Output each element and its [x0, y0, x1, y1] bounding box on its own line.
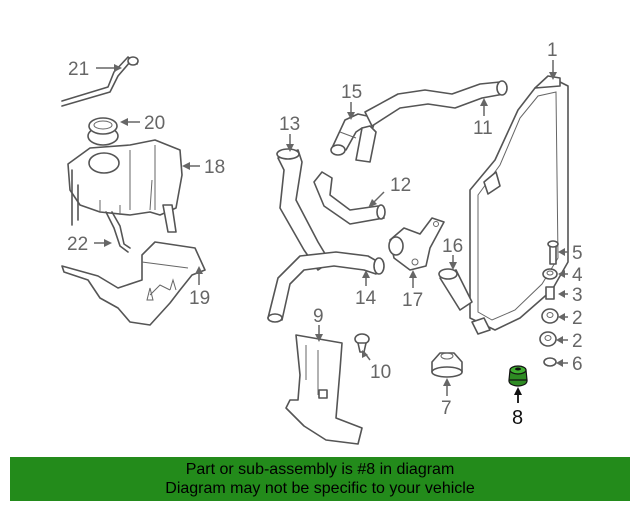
callout-2b: 2 [572, 331, 583, 352]
hardware-stack [539, 240, 559, 367]
callout-16: 16 [442, 236, 463, 257]
hose-12 [313, 171, 386, 225]
shroud-bracket [285, 334, 363, 445]
footer-line-2: Diagram may not be specific to your vehi… [165, 480, 475, 497]
footer-line-1: Part or sub-assembly is #8 in diagram [185, 461, 455, 478]
thermostat-housing [388, 217, 445, 271]
callout-3: 3 [572, 285, 583, 306]
hose-16 [438, 268, 473, 311]
callout-17: 17 [402, 290, 423, 311]
callout-18: 18 [204, 157, 225, 178]
callout-11: 11 [473, 118, 493, 139]
upper-radiator-hose [364, 80, 508, 127]
callout-4: 4 [572, 265, 583, 286]
expansion-tank-cap [87, 117, 119, 146]
highlighted-part-8[interactable] [508, 365, 528, 387]
tank-bracket [61, 241, 206, 326]
callout-20: 20 [144, 113, 165, 134]
callout-8-highlighted: 8 [512, 407, 523, 429]
leader-lines [94, 60, 568, 403]
callout-22: 22 [67, 234, 88, 255]
callout-10: 10 [370, 362, 391, 383]
mount-7 [431, 352, 463, 378]
callout-6: 6 [572, 354, 583, 375]
callout-21: 21 [68, 59, 89, 80]
footer-notice: Part or sub-assembly is #8 in diagram Di… [10, 457, 630, 501]
tank-drain-hose [105, 211, 131, 253]
screw-10 [354, 333, 370, 353]
radiator [469, 75, 569, 335]
callout-14: 14 [355, 288, 377, 309]
parts-diagram: 1 21 20 18 22 19 15 11 13 12 14 17 16 9 … [61, 40, 583, 445]
callout-labels: 1 21 20 18 22 19 15 11 13 12 14 17 16 9 … [67, 40, 583, 429]
callout-19: 19 [189, 288, 210, 309]
callout-15: 15 [341, 82, 362, 103]
lower-hose [267, 251, 385, 323]
expansion-tank [67, 139, 183, 233]
hose-15 [330, 113, 377, 163]
callout-7: 7 [441, 398, 452, 419]
callout-13: 13 [279, 114, 300, 135]
hose-13 [276, 148, 331, 271]
callout-2a: 2 [572, 308, 583, 329]
callout-1: 1 [547, 40, 558, 61]
callout-5: 5 [572, 243, 583, 264]
callout-9: 9 [313, 306, 324, 327]
callout-12: 12 [390, 175, 411, 196]
